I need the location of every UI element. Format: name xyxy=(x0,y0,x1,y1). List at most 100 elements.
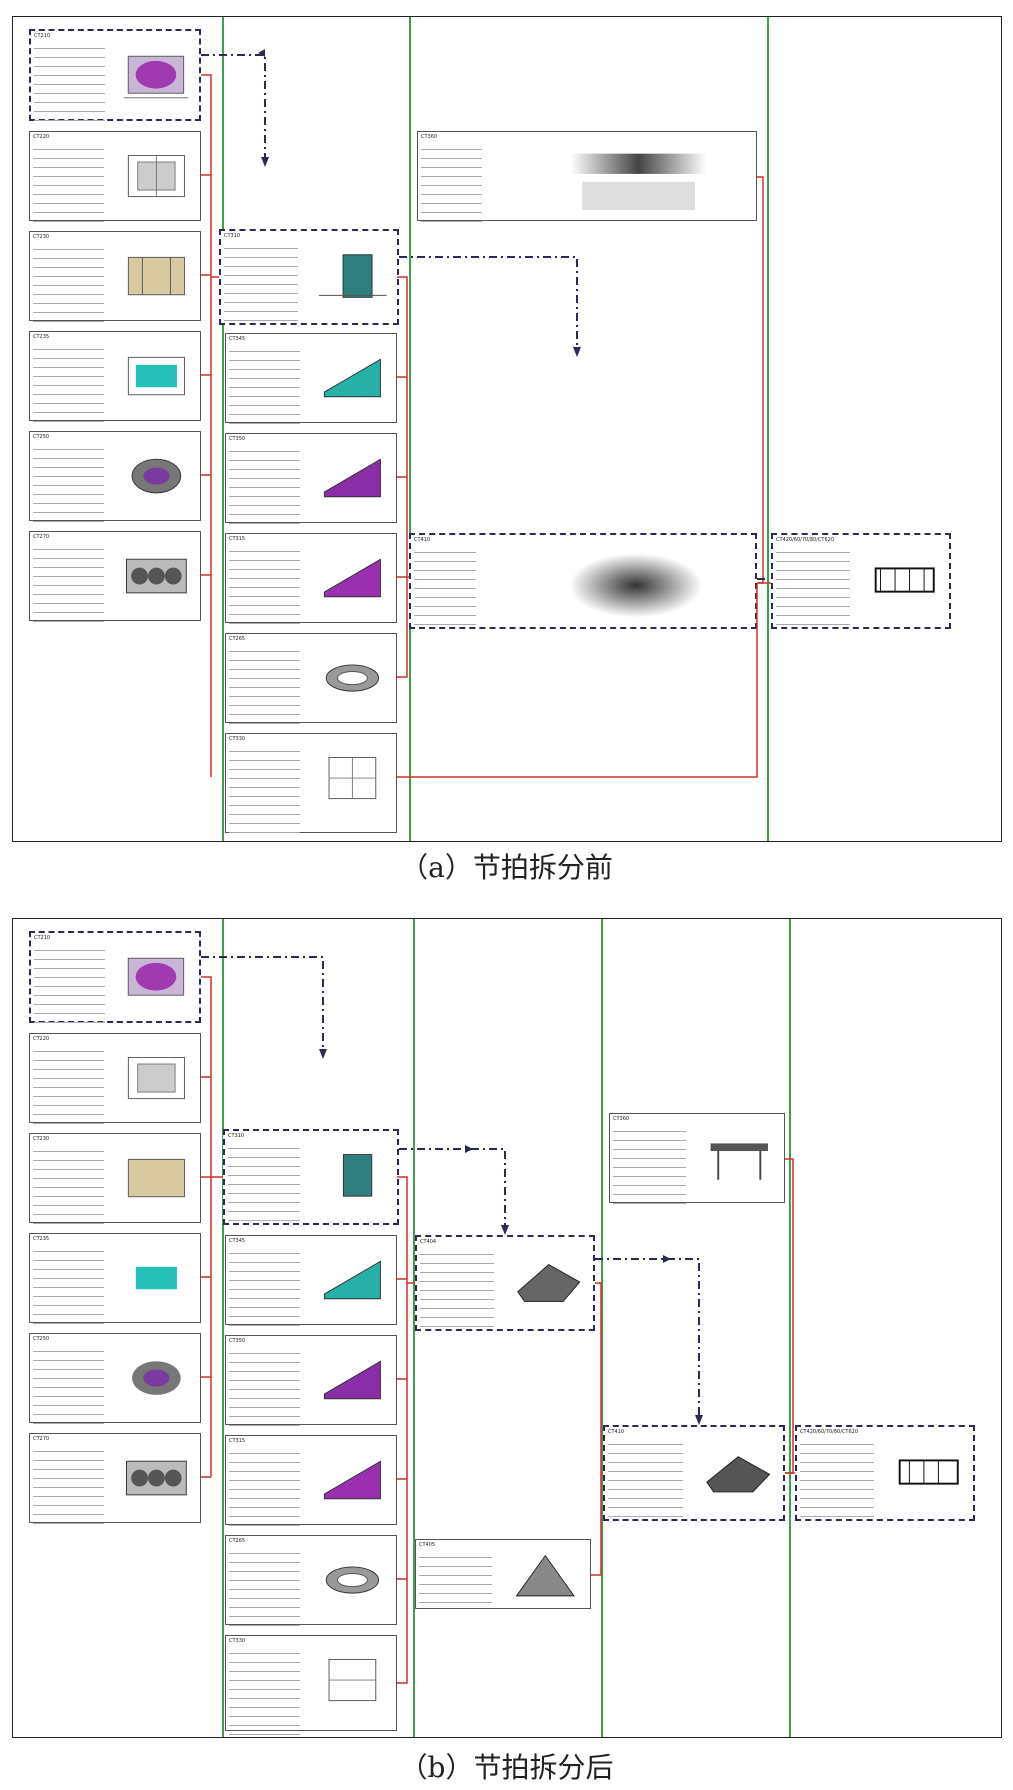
station-card: CT230 xyxy=(29,231,201,322)
station-card: CT345 xyxy=(225,1235,397,1326)
fixture-image xyxy=(325,664,380,692)
fixture-image xyxy=(516,1554,576,1597)
station-id: CT250 xyxy=(33,434,50,440)
column-divider xyxy=(767,17,769,841)
fixture-image xyxy=(328,757,377,800)
blurred-image xyxy=(569,553,703,618)
fixture-image xyxy=(343,1154,373,1197)
station-id: CT345 xyxy=(229,1238,246,1244)
station-id: CT265 xyxy=(229,636,246,642)
fixture-image xyxy=(126,558,187,594)
station-id: CT235 xyxy=(33,334,50,340)
station-id: CT230 xyxy=(33,1136,50,1142)
flow-connectors xyxy=(201,49,771,778)
station-card: CT420/60/70/80/CT620 xyxy=(795,1425,975,1521)
fixture-image xyxy=(128,356,186,396)
station-card: CT235 xyxy=(29,1233,201,1324)
station-card: CT270 xyxy=(29,531,201,622)
station-card: CT360 xyxy=(609,1113,785,1204)
station-id: CT350 xyxy=(229,1338,246,1344)
fixture-image xyxy=(127,957,185,996)
flow-connectors xyxy=(201,956,795,1684)
station-card: CT250 xyxy=(29,431,201,522)
fixture-image xyxy=(324,558,382,598)
station-id: CT410 xyxy=(414,537,431,543)
station-id: CT350 xyxy=(229,436,246,442)
station-id: CT345 xyxy=(229,336,246,342)
column-divider xyxy=(413,919,415,1737)
station-card: CT265 xyxy=(225,633,397,724)
column-divider xyxy=(222,919,224,1737)
station-card: CT235 xyxy=(29,331,201,422)
station-card: CT405 xyxy=(415,1539,591,1609)
station-card: CT315 xyxy=(225,1435,397,1526)
fixture-image xyxy=(324,458,382,498)
station-id: CT360 xyxy=(613,1116,630,1122)
station-id: CT270 xyxy=(33,534,50,540)
station-card: CT420/60/70/80/CT620 xyxy=(771,533,951,629)
station-id: CT420/60/70/80/CT620 xyxy=(776,537,835,543)
station-id: CT310 xyxy=(224,233,241,239)
station-card: CT210 xyxy=(29,29,201,121)
station-card: CT410 xyxy=(409,533,757,629)
diagram-panel-b: CT210 CT220 CT230 CT235 CT250 CT270 CT31… xyxy=(12,918,1002,1738)
station-card: CT350 xyxy=(225,1335,397,1426)
column-divider xyxy=(789,919,791,1737)
station-card: CT404 xyxy=(415,1235,595,1331)
station-card: CT330 xyxy=(225,733,397,833)
station-id: CT210 xyxy=(34,935,51,941)
fixture-image xyxy=(324,1360,382,1400)
fixture-image xyxy=(128,1057,186,1100)
station-card: CT265 xyxy=(225,1535,397,1626)
column-divider xyxy=(409,17,411,841)
station-id: CT230 xyxy=(33,234,50,240)
fixture-image xyxy=(705,1456,770,1493)
fixture-image xyxy=(324,1460,382,1500)
station-card: CT310 xyxy=(223,1129,399,1225)
station-card: CT410 xyxy=(603,1425,785,1521)
fixture-image xyxy=(128,256,186,296)
caption-before: （a）节拍拆分前 xyxy=(400,851,613,884)
station-card: CT230 xyxy=(29,1133,201,1224)
station-id: CT330 xyxy=(229,736,246,742)
station-card: CT330 xyxy=(225,1635,397,1735)
diagram-panel-a: CT210 CT220 CT230 CT235 CT250 CT270 CT31… xyxy=(12,16,1002,842)
fixture-image xyxy=(131,458,182,494)
station-id: CT360 xyxy=(421,134,438,140)
station-id: CT270 xyxy=(33,1436,50,1442)
fixture-image xyxy=(874,567,935,593)
station-id: CT315 xyxy=(229,536,246,542)
station-card: CT270 xyxy=(29,1433,201,1524)
station-card: CT250 xyxy=(29,1333,201,1424)
station-card: CT220 xyxy=(29,1033,201,1124)
fixture-image xyxy=(898,1459,959,1485)
fixture-image xyxy=(128,1158,186,1198)
fixture-image xyxy=(123,55,189,99)
station-card: CT360 xyxy=(417,131,757,222)
station-card: CT345 xyxy=(225,333,397,424)
fixture-image xyxy=(325,1566,380,1594)
fixture-image xyxy=(516,1264,581,1302)
fixture-image xyxy=(324,358,382,398)
station-id: CT330 xyxy=(229,1638,246,1644)
station-card: CT220 xyxy=(29,131,201,222)
fixture-image xyxy=(318,254,387,298)
fixture-image xyxy=(128,155,186,198)
fixture-image xyxy=(328,1659,377,1702)
station-id: CT265 xyxy=(229,1538,246,1544)
station-card: CT315 xyxy=(225,533,397,624)
fixture-image xyxy=(711,1143,769,1180)
caption-after: （b）节拍拆分后 xyxy=(399,1751,614,1784)
station-id: CT235 xyxy=(33,1236,50,1242)
station-id: CT404 xyxy=(420,1239,437,1245)
station-id: CT250 xyxy=(33,1336,50,1342)
station-id: CT405 xyxy=(419,1542,436,1548)
station-id: CT315 xyxy=(229,1438,246,1444)
station-id: CT410 xyxy=(608,1429,625,1435)
fixture-image xyxy=(324,1260,382,1300)
column-divider xyxy=(222,17,224,841)
station-card: CT350 xyxy=(225,433,397,524)
station-id: CT210 xyxy=(34,33,51,39)
blurred-image xyxy=(570,153,706,210)
station-card: CT210 xyxy=(29,931,201,1023)
